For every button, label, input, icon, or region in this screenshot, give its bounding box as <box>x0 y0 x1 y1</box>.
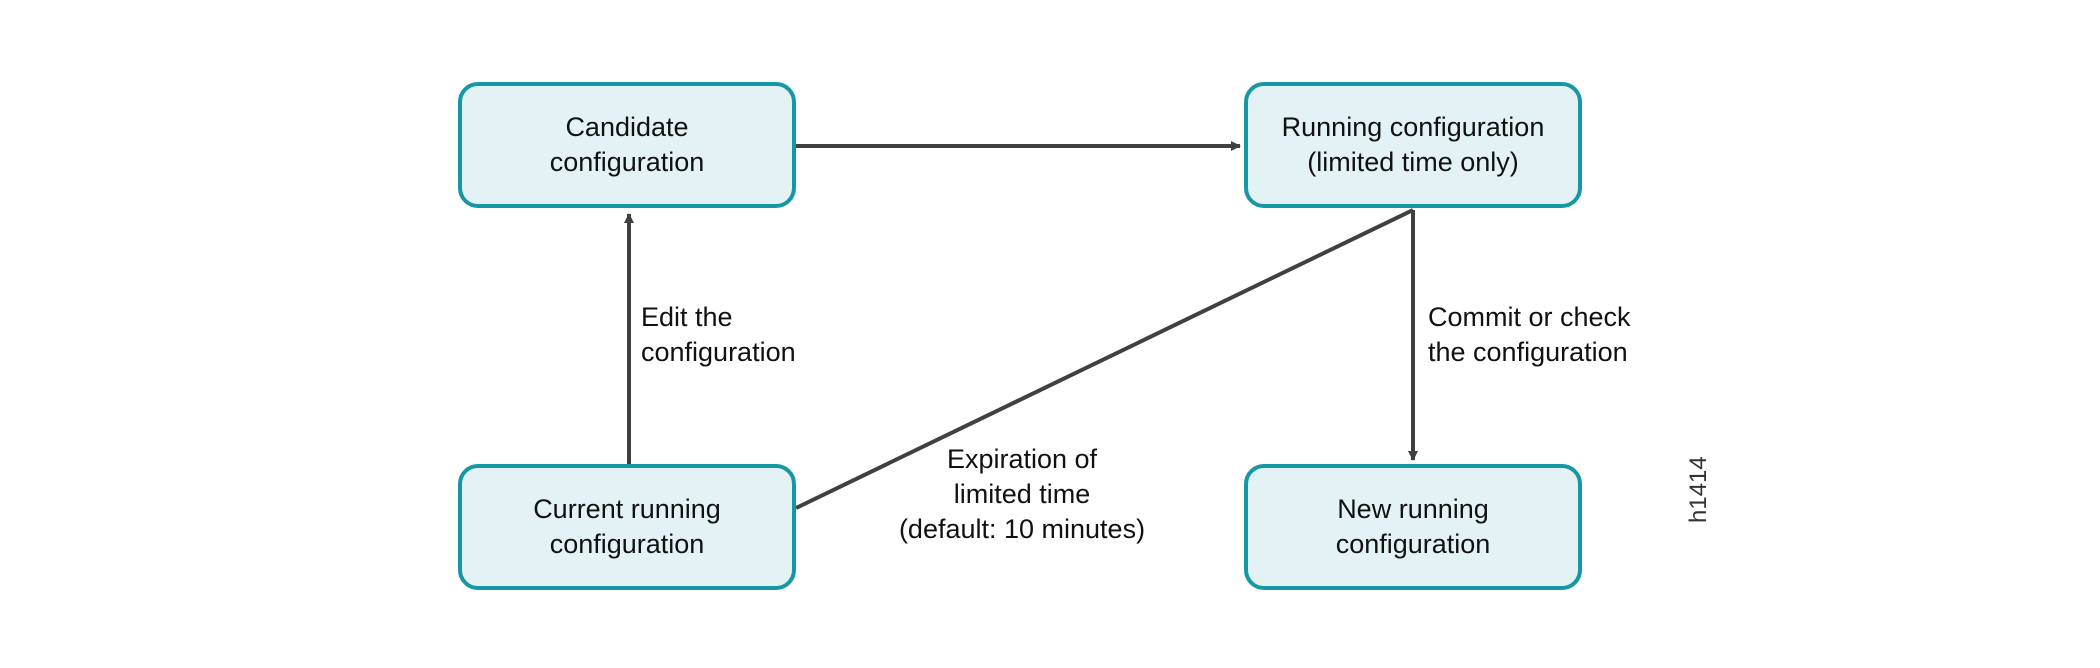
new-running-configuration-label: New running configuration <box>1335 494 1491 559</box>
running-configuration-limited-label: Running configuration (limited time only… <box>1281 112 1545 177</box>
candidate-configuration-node: Candidate configuration <box>458 82 796 208</box>
edit-configuration-edge-label: Edit the configuration <box>641 302 796 367</box>
current-running-configuration-node: Current running configuration <box>458 464 796 590</box>
edge-running-limited-to-current-running <box>795 208 1414 510</box>
candidate-configuration-label: Candidate configuration <box>549 112 705 177</box>
current-running-configuration-label: Current running configuration <box>533 494 721 559</box>
commit-or-check-edge-label: Commit or check the configuration <box>1428 302 1631 367</box>
running-configuration-limited-node: Running configuration (limited time only… <box>1244 82 1582 208</box>
expiration-edge-label: Expiration of limited time (default: 10 … <box>898 444 1146 544</box>
new-running-configuration-node: New running configuration <box>1244 464 1582 590</box>
figure-identifier: h1414 <box>1685 456 1712 523</box>
